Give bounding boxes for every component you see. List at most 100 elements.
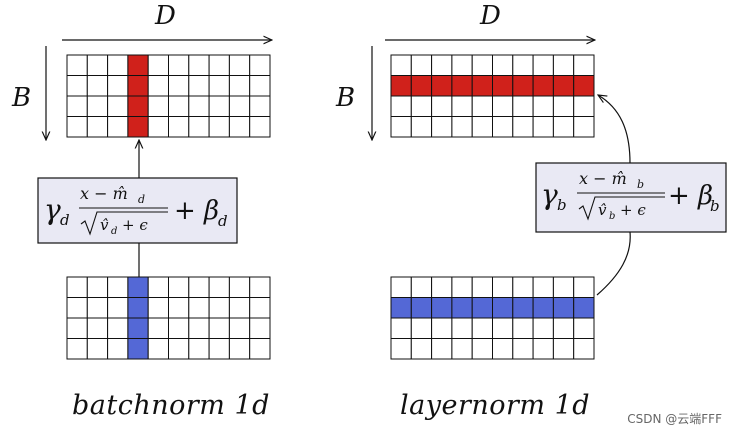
- grid-cell: [228, 276, 251, 298]
- highlighted-cell: [532, 75, 554, 97]
- grid-cell: [390, 317, 412, 339]
- highlighted-cell: [552, 75, 575, 97]
- epsilon-term: + ϵ: [122, 216, 148, 234]
- grid-cell: [249, 54, 271, 76]
- batchnorm-caption: batchnorm 1d: [72, 390, 270, 421]
- grid-cell: [86, 75, 109, 97]
- grid-cell: [188, 317, 210, 339]
- grid-cell: [66, 276, 88, 298]
- grid-cell: [208, 338, 230, 360]
- grid-cell: [147, 54, 169, 76]
- grid-cell: [573, 116, 595, 138]
- highlighted-cell: [127, 297, 149, 319]
- grid-cell: [168, 297, 190, 319]
- highlighted-cell: [390, 75, 412, 97]
- grid-cell: [512, 276, 534, 298]
- grid-cell: [249, 276, 271, 298]
- grid-cell: [492, 54, 514, 76]
- grid-cell: [147, 338, 169, 360]
- grid-cell: [471, 54, 494, 76]
- grid-cell: [573, 54, 595, 76]
- grid-cell: [552, 54, 575, 76]
- grid-cell: [86, 95, 109, 117]
- grid-cell: [390, 276, 412, 298]
- grid-cell: [552, 116, 575, 138]
- grid-cell: [573, 276, 595, 298]
- highlighted-cell: [431, 75, 453, 97]
- grid-cell: [410, 54, 433, 76]
- beta-subscript: b: [710, 197, 720, 215]
- grid-cell: [208, 317, 230, 339]
- grid-cell: [208, 276, 230, 298]
- grid-cell: [451, 338, 473, 360]
- grid-cell: [390, 95, 412, 117]
- grid-cell: [66, 338, 88, 360]
- grid-cell: [532, 116, 554, 138]
- gamma-subscript: b: [557, 196, 567, 214]
- highlighted-cell: [390, 297, 412, 319]
- numerator: x − m̂: [80, 184, 128, 203]
- gamma-subscript: d: [60, 211, 70, 229]
- grid-cell: [431, 276, 453, 298]
- grid-cell: [532, 54, 554, 76]
- b-axis-label-right: B: [335, 83, 355, 113]
- grid-cell: [431, 317, 453, 339]
- d-axis-label-right: D: [479, 1, 501, 31]
- grid-cell: [431, 338, 453, 360]
- grid-cell: [147, 297, 169, 319]
- grid-cell: [66, 116, 88, 138]
- denominator-subscript: b: [609, 211, 615, 222]
- grid-cell: [228, 297, 251, 319]
- highlighted-cell: [512, 75, 534, 97]
- grid-cell: [147, 317, 169, 339]
- highlighted-cell: [492, 75, 514, 97]
- grid-cell: [228, 338, 251, 360]
- grid-cell: [86, 338, 109, 360]
- grid-cell: [147, 75, 169, 97]
- grid-cell: [249, 317, 271, 339]
- grid-cell: [471, 317, 494, 339]
- grid-cell: [107, 95, 129, 117]
- grid-cell: [390, 116, 412, 138]
- epsilon-term: + ϵ: [620, 201, 646, 219]
- beta-term: + β: [668, 181, 713, 211]
- input-grid-right: [390, 276, 595, 360]
- highlighted-cell: [127, 317, 149, 339]
- grid-cell: [512, 116, 534, 138]
- grid-cell: [573, 338, 595, 360]
- highlighted-cell: [127, 75, 149, 97]
- watermark: CSDN @云端FFF: [627, 412, 722, 426]
- input-grid-left: [66, 276, 271, 360]
- grid-cell: [451, 95, 473, 117]
- sqrt-sign: [80, 211, 168, 236]
- grid-cell: [188, 276, 210, 298]
- grid-cell: [66, 54, 88, 76]
- output-grid-right: [390, 54, 595, 138]
- grid-cell: [208, 95, 230, 117]
- connector-right-lower: [596, 231, 631, 296]
- grid-cell: [431, 95, 453, 117]
- grid-cell: [86, 297, 109, 319]
- grid-cell: [228, 317, 251, 339]
- grid-cell: [66, 317, 88, 339]
- grid-cell: [168, 54, 190, 76]
- grid-cell: [552, 338, 575, 360]
- highlighted-cell: [410, 75, 433, 97]
- grid-cell: [552, 95, 575, 117]
- grid-cell: [188, 75, 210, 97]
- b-axis-label-left: B: [11, 83, 31, 113]
- grid-cell: [249, 75, 271, 97]
- highlighted-cell: [573, 75, 595, 97]
- grid-cell: [410, 276, 433, 298]
- grid-cell: [249, 95, 271, 117]
- grid-cell: [66, 75, 88, 97]
- grid-cell: [410, 317, 433, 339]
- grid-cell: [107, 317, 129, 339]
- grid-cell: [471, 276, 494, 298]
- denominator: v̂: [100, 216, 109, 234]
- grid-cell: [188, 297, 210, 319]
- grid-cell: [492, 116, 514, 138]
- highlighted-cell: [451, 75, 473, 97]
- grid-cell: [492, 276, 514, 298]
- grid-cell: [471, 95, 494, 117]
